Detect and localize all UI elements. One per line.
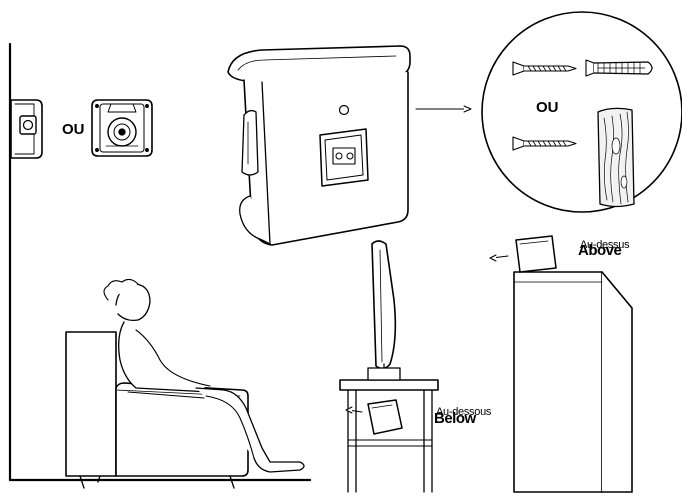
speaker-cabinet-back-view: [228, 46, 410, 245]
television: [368, 241, 400, 380]
tv-stand: [340, 380, 438, 492]
screw-with-anchor: [586, 60, 652, 76]
below-label-fr: Au-dessous: [436, 407, 491, 418]
wall-speaker-side-view: [11, 100, 42, 158]
tall-cabinet: [514, 272, 632, 492]
detail-arrow: [416, 106, 471, 112]
wood-stud: [598, 108, 634, 206]
above-label-fr: Au-dessus: [580, 240, 629, 251]
speaker-below-tv: [346, 400, 402, 434]
or-label-wall: OU: [62, 122, 85, 137]
speaker-above-cabinet: [490, 236, 556, 272]
or-label-hardware: OU: [536, 100, 559, 115]
mounting-hardware-detail: [482, 12, 682, 212]
wall-speaker-front-view: [92, 100, 152, 156]
